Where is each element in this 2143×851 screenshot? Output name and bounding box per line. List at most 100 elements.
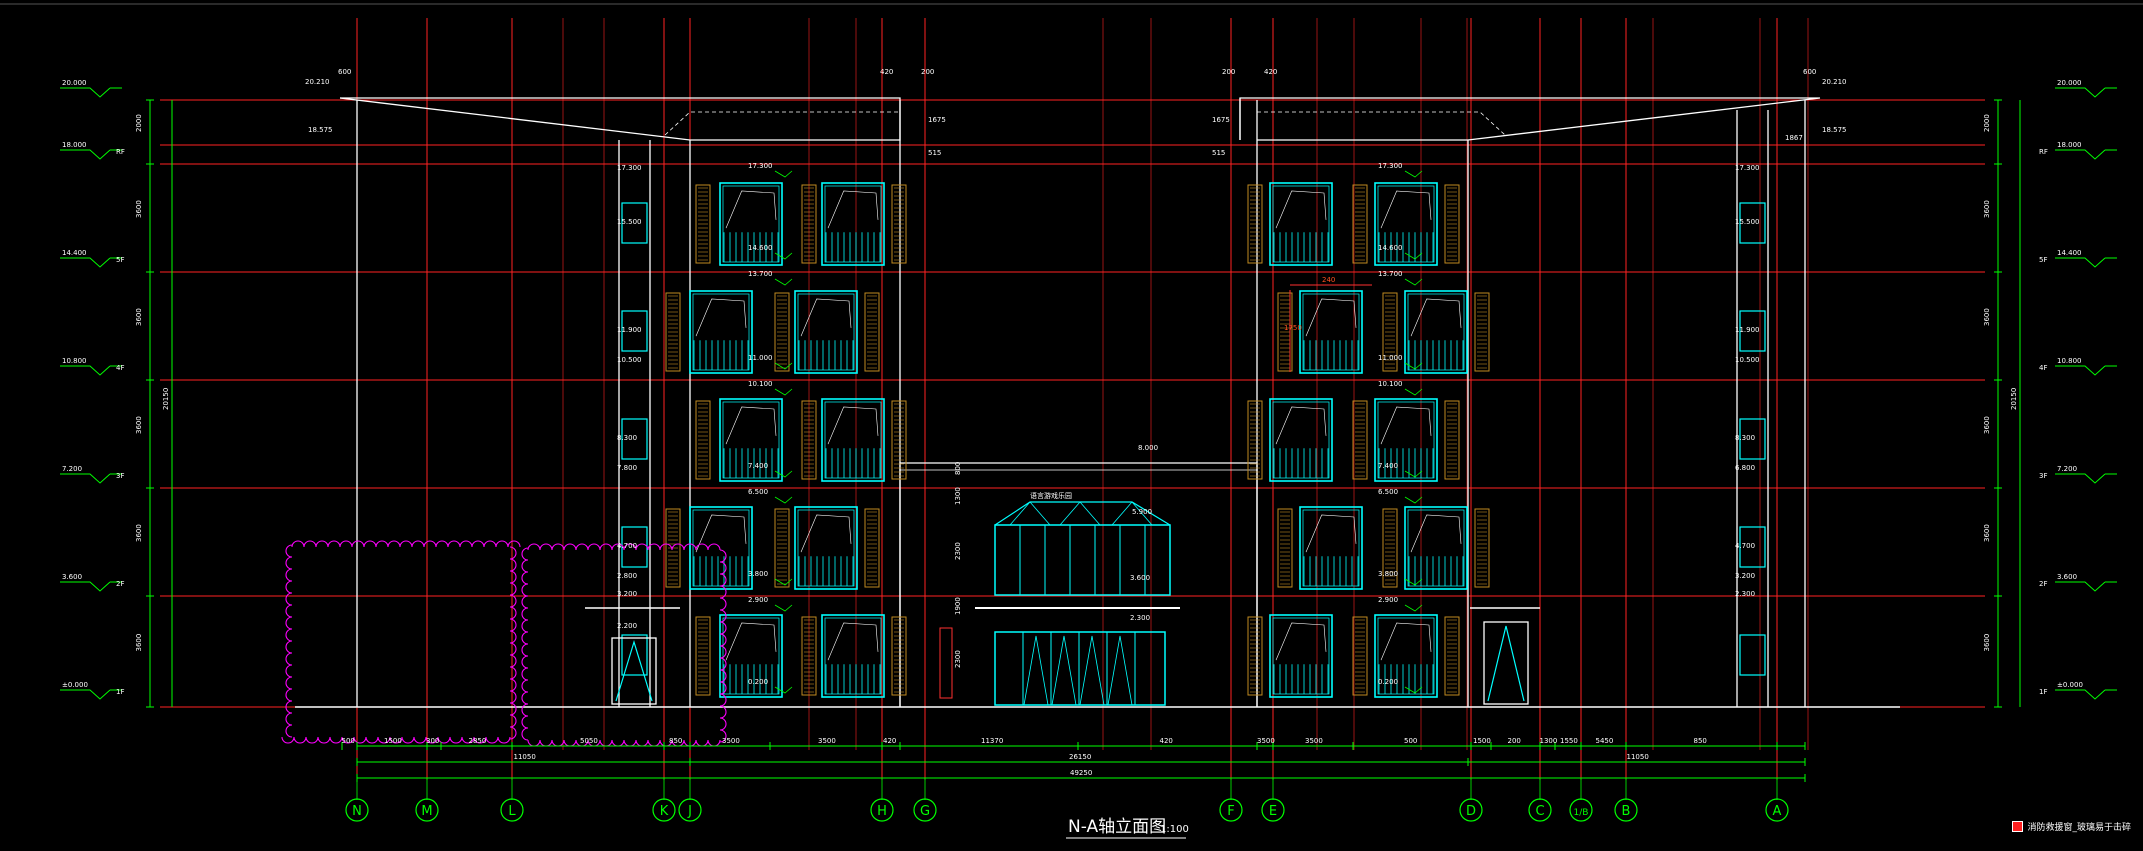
right-level-1-value: 18.000 (2057, 141, 2082, 149)
red-dim-0: 240 (1322, 276, 1335, 284)
top-label-0: 20.210 (305, 78, 330, 86)
grid-bubble-label-1: M (421, 804, 432, 819)
left-vdim-label-4: 3600 (135, 524, 143, 542)
left-window-4-a (719, 182, 783, 266)
right-stair-window-2 (1739, 418, 1766, 460)
left-el-mark-0: 17.300 (748, 162, 773, 170)
entrance-level-door: 2.300 (1130, 614, 1150, 622)
right-level-3-value: 10.800 (2057, 357, 2082, 365)
left-stair-mark-6: 4.700 (617, 542, 637, 550)
right-level-4-floor: 3F (2039, 472, 2047, 480)
right-el-mark-1: 14.600 (1378, 244, 1403, 252)
grid-bubble-1 (415, 798, 439, 822)
entrance-truss-b2 (1131, 501, 1153, 526)
grid-bubble-13 (1765, 798, 1789, 822)
left-stair-mark-9: 2.200 (617, 622, 637, 630)
drawing-title: N-A轴立面图 (1068, 817, 1166, 837)
top-label-10: 515 (1212, 149, 1225, 157)
top-label-3: 420 (880, 68, 893, 76)
right-el-sym-5 (1404, 470, 1423, 478)
right-level-4-symbol (2055, 473, 2106, 484)
right-vdim-label-0: 2000 (1983, 114, 1991, 132)
right-shutter-3-b (1382, 292, 1398, 372)
right-vdim-label-1: 3600 (1983, 200, 1991, 218)
dim-row1-label-19: 850 (1694, 737, 1707, 745)
grid-bubble-label-10: C (1535, 804, 1544, 819)
right-level-5-value: 3.600 (2057, 573, 2077, 581)
left-window-1-a (689, 506, 753, 590)
right-window-4-b-inner (1377, 185, 1435, 263)
left-el-mark-4: 10.100 (748, 380, 773, 388)
right-shutter-3-c (1474, 292, 1490, 372)
legend-text: 消防救援窗_玻璃易于击碎 (2027, 823, 2131, 833)
left-level-6-floor: 1F (116, 688, 124, 696)
dim-row2-label-2: 11050 (1627, 753, 1649, 761)
left-stair-window-2 (621, 418, 648, 460)
left-window-2-a-glass-line (725, 406, 777, 445)
right-level-2-value: 14.400 (2057, 249, 2082, 257)
right-stair-mark-4: 8.300 (1735, 434, 1755, 442)
floor-level-lines (160, 99, 1985, 708)
dim-row1-label-2: 300 (426, 737, 439, 745)
right-shutter-0-c (1444, 616, 1460, 696)
dim-row1-label-3: 2850 (469, 737, 487, 745)
grid-bubble-0 (345, 798, 369, 822)
entrance-level-canopy: 5.900 (1132, 508, 1152, 516)
left-level-4-symbol (60, 473, 111, 484)
right-shutter-0-b (1352, 616, 1368, 696)
right-shutter-1-c (1474, 508, 1490, 588)
window-group (585, 182, 1766, 705)
entrance-level-top: 8.000 (1138, 444, 1158, 452)
dim-row1-label-12: 3500 (1305, 737, 1323, 745)
left-window-4-a-glass-line (725, 190, 777, 229)
entrance-dim-3: 1900 (954, 597, 962, 615)
left-window-0-b (821, 614, 885, 698)
left-window-2-b (821, 398, 885, 482)
right-window-1-a-balustrade (1303, 556, 1359, 586)
left-window-0-a-inner (722, 617, 780, 695)
left-stair-mark-7: 2.800 (617, 572, 637, 580)
left-stair-mark-3: 10.500 (617, 356, 642, 364)
right-window-2-b-inner (1377, 401, 1435, 479)
dim-row1-label-17: 1550 (1560, 737, 1578, 745)
right-level-1-symbol (2055, 149, 2106, 160)
left-el-sym-0 (774, 170, 793, 178)
right-window-2-a-inner (1272, 401, 1330, 479)
left-parapet-dash (664, 111, 900, 136)
dim-row1-label-14: 1500 (1473, 737, 1491, 745)
top-label-2: 18.575 (308, 126, 333, 134)
entrance-door-swing-3 (1107, 635, 1133, 706)
left-window-3-a-balustrade (693, 340, 749, 370)
right-window-0-a-inner (1272, 617, 1330, 695)
building-outline (295, 97, 1900, 708)
left-stair-mark-0: 17.300 (617, 164, 642, 172)
right-window-3-b (1404, 290, 1468, 374)
revision-clouds (281, 540, 727, 747)
entrance-red-dim (939, 627, 953, 699)
left-el-mark-1: 14.600 (748, 244, 773, 252)
entrance-dim-1: 1300 (954, 487, 962, 505)
right-window-3-a (1299, 290, 1363, 374)
top-label-9: 1675 (1212, 116, 1230, 124)
entrance-door-swing-1 (1051, 635, 1077, 706)
grid-bubble-label-6: G (920, 804, 930, 819)
left-window-2-a-balustrade (723, 448, 779, 478)
left-vdim-label-5: 3600 (135, 634, 143, 652)
entrance-dim-2: 2300 (954, 542, 962, 560)
left-window-3-a-inner (692, 293, 750, 371)
left-window-0-b-balustrade (825, 664, 881, 694)
left-window-1-b-inner (797, 509, 855, 587)
left-el-mark-6: 6.500 (748, 488, 768, 496)
left-window-2-b-balustrade (825, 448, 881, 478)
left-el-sym-7 (774, 578, 793, 586)
left-roof (340, 97, 901, 141)
top-label-4: 200 (921, 68, 934, 76)
right-shutter-2-b (1352, 400, 1368, 480)
left-level-3-floor: 4F (116, 364, 124, 372)
left-window-0-a-balustrade (723, 664, 779, 694)
grid-bubble-4 (678, 798, 702, 822)
right-shutter-1-a (1277, 508, 1293, 588)
left-side-door-swing (615, 639, 653, 702)
right-stair-window-3 (1739, 310, 1766, 352)
